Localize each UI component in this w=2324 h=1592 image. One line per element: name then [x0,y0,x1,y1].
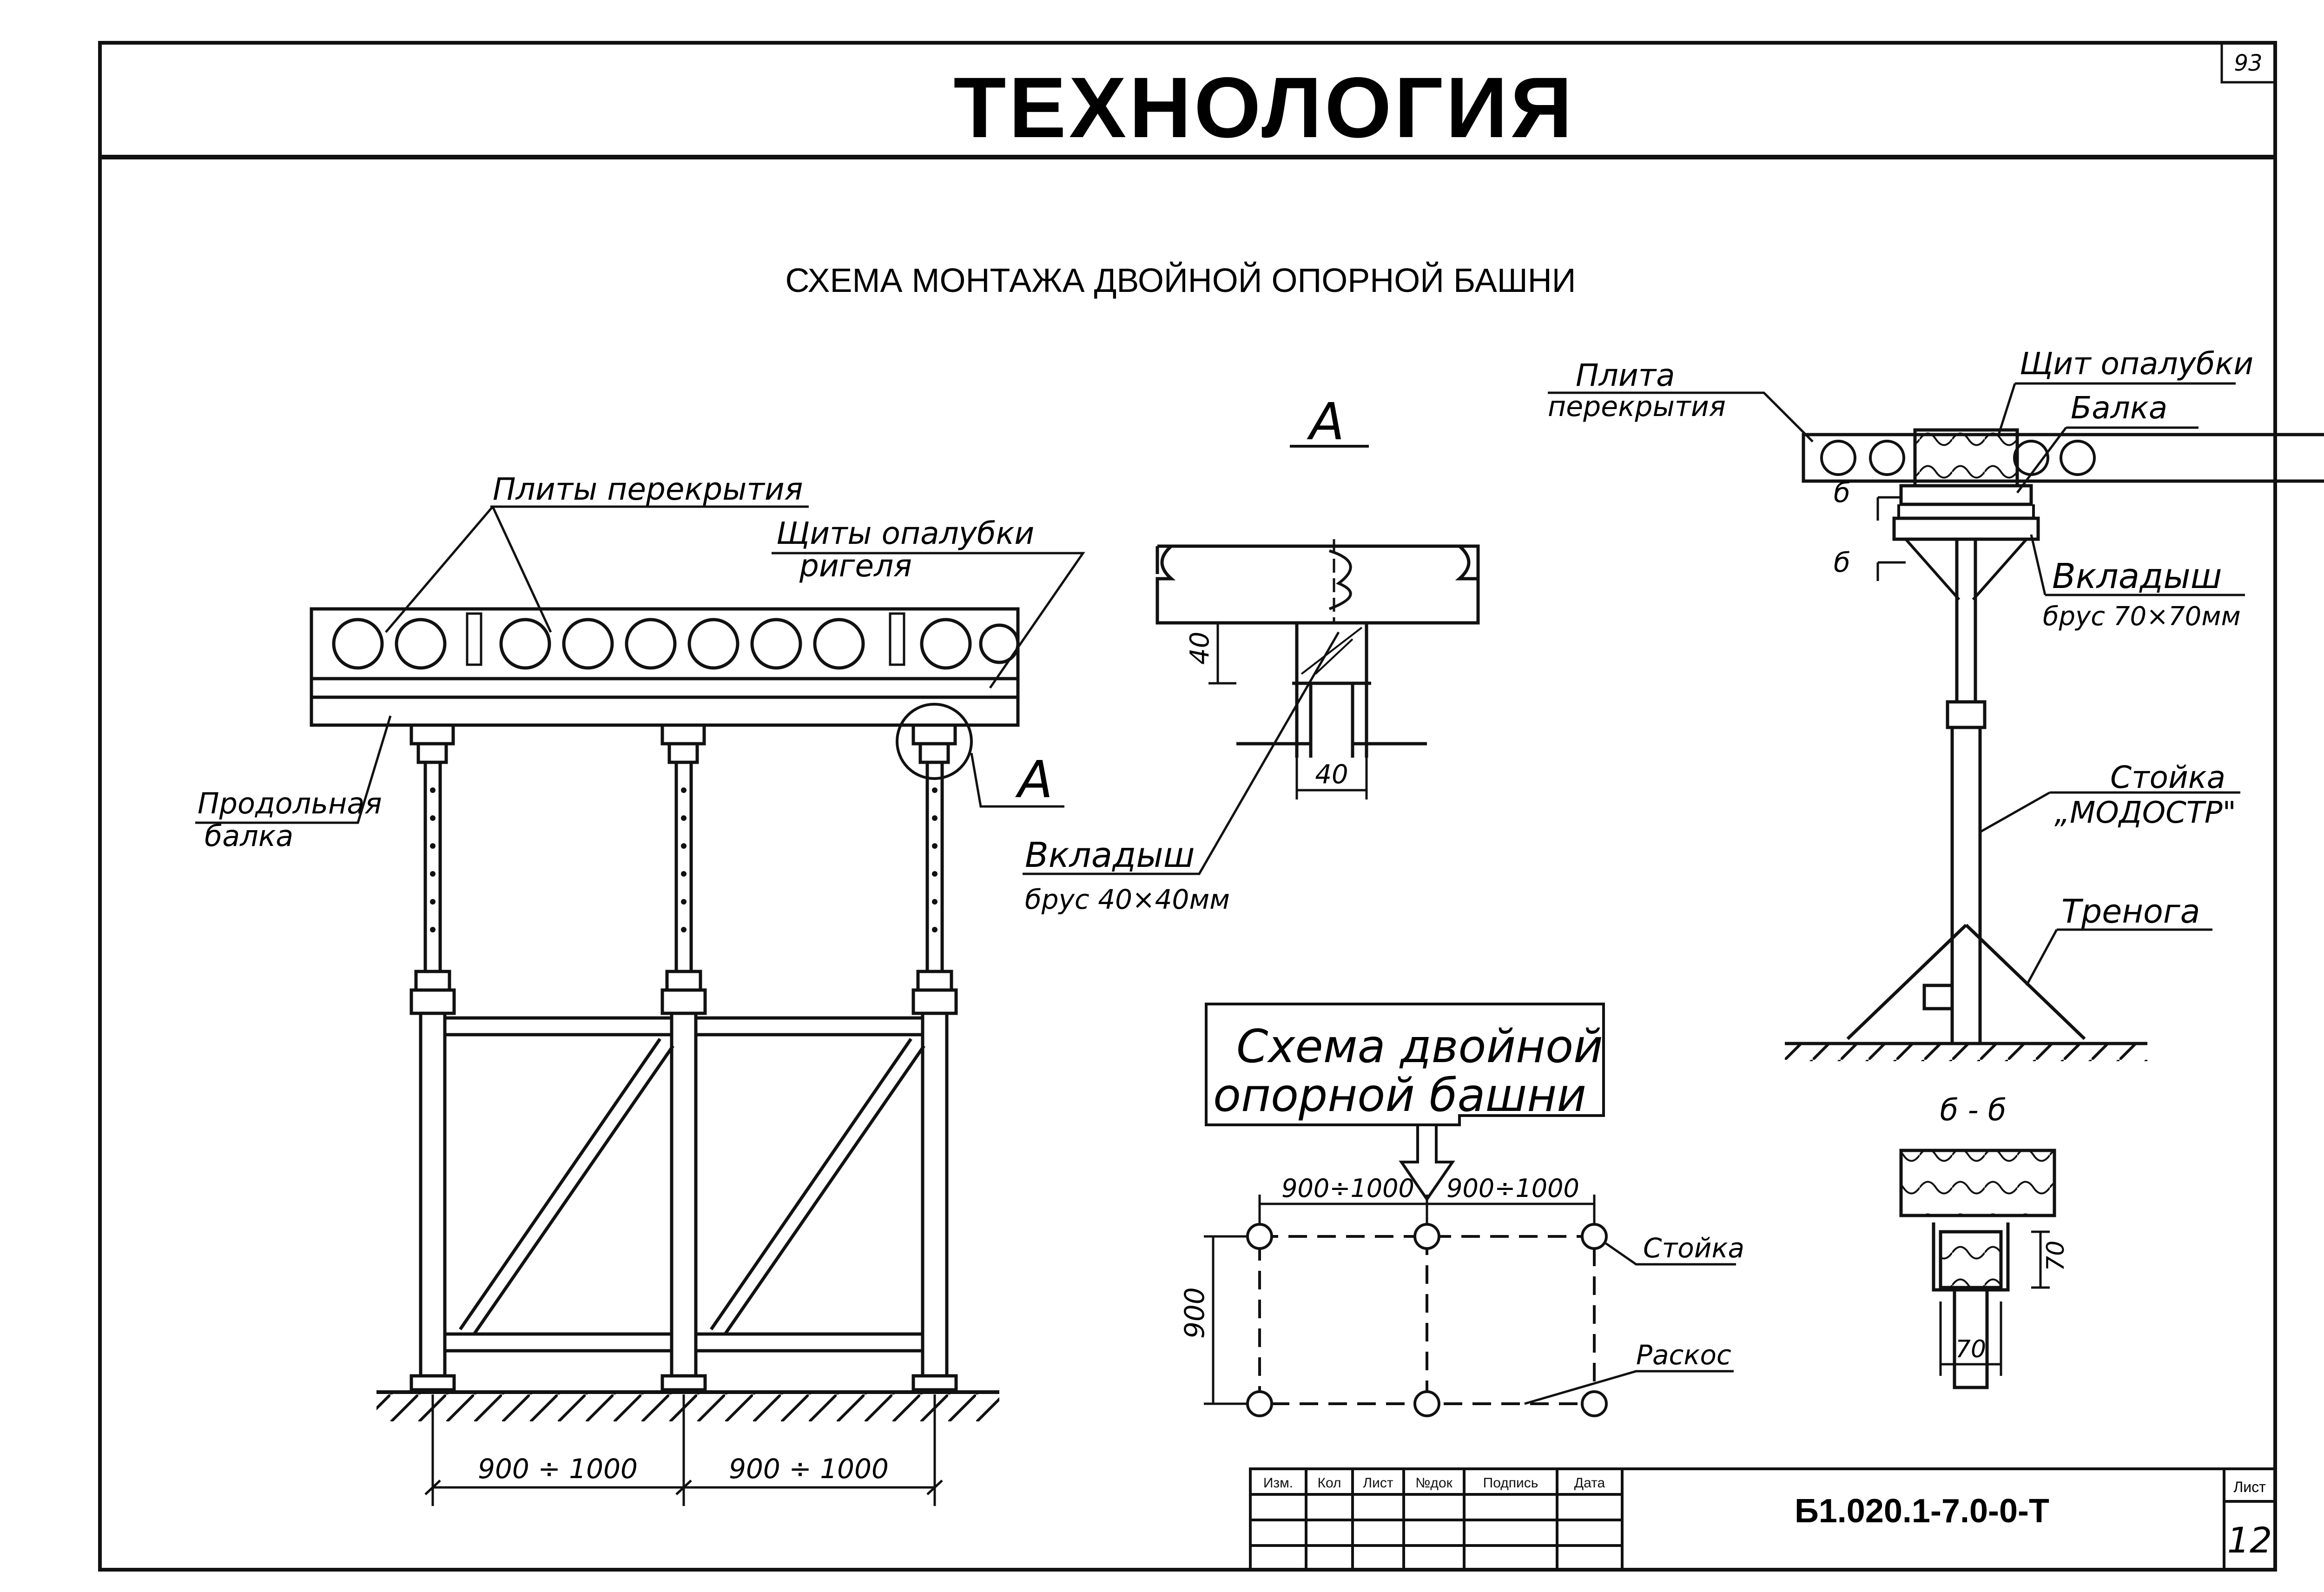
scheme-dim-top-right: 900÷1000 [1446,1174,1579,1203]
section-bb: б - б 70 70 [1899,1093,2070,1389]
longitudinal-beam [310,695,1020,727]
scheme: Схема двойной опорной башни 900÷1000 900… [1179,1003,1744,1417]
scheme-label-brace: Раскос [1636,1339,1731,1371]
dim-left: 900 ÷ 1000 [478,1453,638,1485]
tb-sheet-number: 12 [2227,1519,2272,1561]
page-number: 93 [2234,50,2262,76]
detail-a-dim-vertical: 40 [1185,632,1215,665]
bottom-dimensions [424,1394,943,1506]
tb-header-data: Дата [1574,1475,1605,1491]
base-plates [409,1374,958,1392]
diagonal-braces [459,1038,925,1335]
section-mark-upper: б [1834,477,1850,509]
prop-label-prop-1: Стойка [2110,760,2225,795]
prop-label-slab-2: перекрытия [1548,390,1726,423]
ground-hatch [376,1394,999,1421]
label-slabs: Плиты перекрытия [493,471,803,507]
prop-label-insert-spec: брус 70×70мм [2043,601,2241,632]
prop-label-formwork: Щит опалубки [2020,346,2253,382]
callout-circle [896,703,973,780]
upper-prop-tubes [423,760,944,973]
formwork-panel [310,677,1020,699]
prop-holes [430,787,938,932]
detail-a-title: А [1307,392,1344,451]
scheme-title-1: Схема двойной [1236,1020,1603,1073]
prop-beam [1913,428,2019,488]
page-number-box [2220,41,2277,84]
section-bb-dim-horizontal: 70 [1955,1335,1986,1363]
prop-collars [409,970,958,1015]
drawing-title: СХЕМА МОНТАЖА ДВОЙНОЙ ОПОРНОЙ БАШНИ [786,261,1576,299]
section-bb-title: б - б [1940,1093,2007,1128]
detail-a-label-insert: Вкладыш [1025,835,1195,875]
dim-right: 900 ÷ 1000 [729,1453,889,1485]
prop-label-tripod: Тренога [2061,892,2200,931]
header-title: ТЕХНОЛОГИЯ [953,60,1575,156]
scheme-title-2: опорной башни [1213,1069,1586,1122]
tb-header-podpis: Подпись [1483,1475,1538,1491]
hollow-core-slab [310,607,1020,680]
label-beam-1: Продольная [198,786,382,820]
prop-view: б б Плита перекрытия Щит опалубки Балка … [1548,346,2324,1061]
tb-sheet-label: Лист [2233,1479,2266,1495]
section-mark-lower: б [1834,547,1850,578]
main-view: А Плиты перекрытия Щиты опалубки ригеля … [195,471,1085,1506]
tb-header-izm: Изм. [1263,1475,1293,1491]
horizontal-ties [443,1016,924,1353]
label-formwork-1: Щиты опалубки [776,515,1034,551]
tb-header-list: Лист [1363,1475,1393,1491]
scheme-posts [1246,1223,1608,1417]
prop-label-insert: Вкладыш [2052,556,2222,596]
section-bb-dim-vertical: 70 [2042,1241,2070,1271]
sheet-frame [98,41,2277,1572]
prop-label-prop-2: „МОДОСТР" [2054,796,2236,830]
callout-label: А [1015,750,1053,809]
label-beam-2: балка [205,819,293,853]
scheme-dim-side: 900 [1179,1287,1210,1339]
scheme-label-prop: Стойка [1643,1232,1744,1264]
prop-label-beam: Балка [2071,390,2167,426]
title-block [1249,1467,2277,1571]
tb-header-kol: Кол [1317,1475,1341,1491]
detail-a-label-insert-spec: брус 40×40мм [1025,884,1230,915]
prop-label-slab-1: Плита [1576,357,1675,393]
prop-heads [409,725,957,764]
scheme-dim-top-left: 900÷1000 [1281,1174,1414,1203]
detail-a-dim-horizontal: 40 [1315,760,1348,790]
tb-header-ndok: №док [1415,1475,1452,1491]
title-block-headers: Изм. Кол Лист №док Подпись Дата [1263,1475,1605,1491]
prop-insert-70 [1892,516,2040,541]
tb-code: Б1.020.1-7.0-0-Т [1795,1493,2049,1530]
detail-a: А 40 40 Вкладыш брус 40×40мм [1023,392,1480,915]
lower-prop-tubes [419,1011,949,1378]
